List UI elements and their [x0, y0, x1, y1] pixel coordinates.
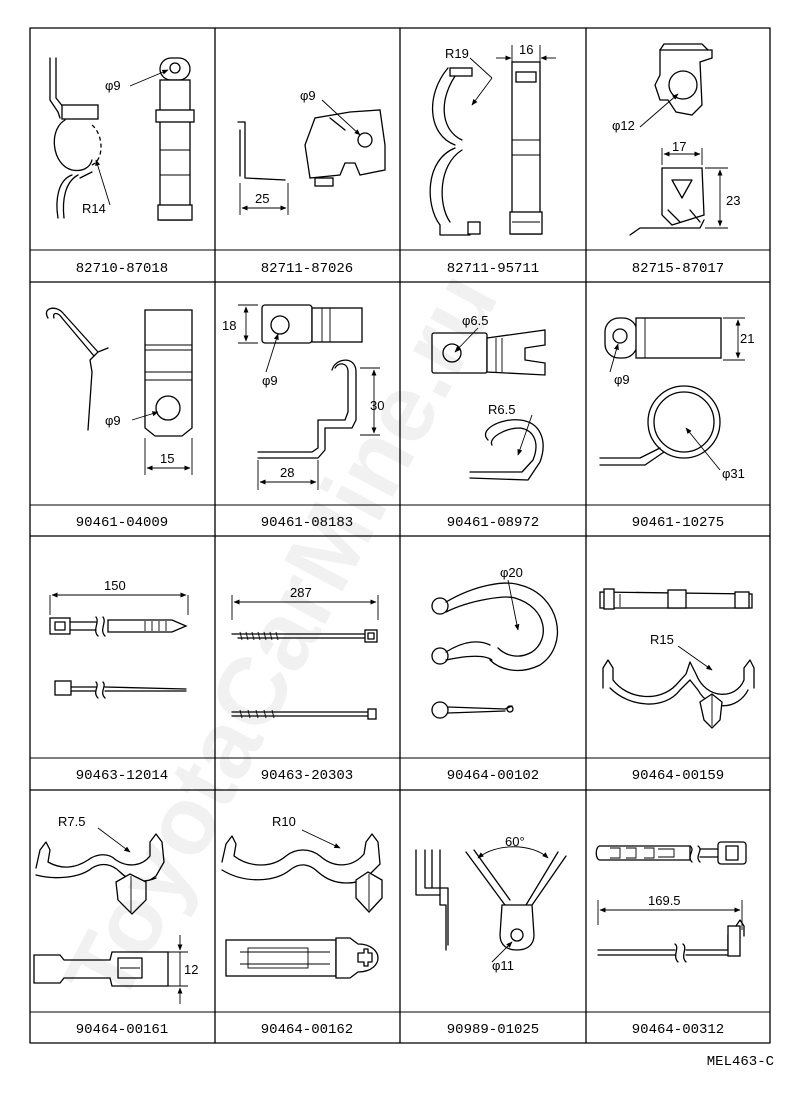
dimension-label: 150	[104, 578, 126, 593]
part-drawing-90463-12014: 150	[49, 578, 189, 699]
dimension-label: 25	[255, 191, 269, 206]
part-number: 90989-01025	[447, 1022, 539, 1038]
part-drawing-90463-20303: 287	[231, 585, 379, 720]
part-number: 90464-00102	[447, 768, 539, 784]
dimension-label: 12	[184, 962, 198, 977]
part-number: 90464-00161	[76, 1022, 168, 1038]
part-drawing-82711-95711: R19 16	[429, 42, 556, 236]
dimension-label: φ11	[492, 958, 514, 973]
part-number: 90464-00312	[632, 1022, 724, 1038]
grid	[29, 27, 771, 1044]
dimension-label: 169.5	[648, 893, 681, 908]
dimension-label: 60°	[505, 834, 525, 849]
part-drawing-82710-87018: φ9 R14	[49, 57, 195, 221]
part-number: 82710-87018	[76, 261, 168, 277]
part-number: 82711-87026	[261, 261, 353, 277]
dimension-label: φ31	[722, 466, 745, 481]
part-drawing-82711-87026: φ9 25	[237, 88, 386, 215]
dimension-label: φ12	[612, 118, 635, 133]
dimension-label: R19	[445, 46, 469, 61]
part-number: 82711-95711	[447, 261, 539, 277]
part-number: 90463-20303	[261, 768, 353, 784]
drawing-code: MEL463-C	[706, 1054, 774, 1070]
dimension-label: 16	[519, 42, 533, 57]
dimension-label: φ9	[300, 88, 316, 103]
part-drawing-90464-00162: R10	[221, 814, 383, 979]
dimension-label: R6.5	[488, 402, 515, 417]
part-number: 90463-12014	[76, 768, 168, 784]
part-number: 90464-00159	[632, 768, 724, 784]
dimension-label: 28	[280, 465, 294, 480]
dimension-label: φ9	[614, 372, 630, 387]
dimension-label: R14	[82, 201, 106, 216]
dimension-label: 287	[290, 585, 312, 600]
dimension-label: 17	[672, 139, 686, 154]
dimension-label: φ6.5	[462, 313, 489, 328]
dimension-label: φ9	[105, 78, 121, 93]
dimension-label: φ9	[262, 373, 278, 388]
part-drawing-90464-00312: 169.5	[595, 841, 747, 963]
dimension-label: 21	[740, 331, 754, 346]
part-number: 90461-08972	[447, 515, 539, 531]
part-drawing-90464-00102: φ20	[431, 565, 559, 719]
part-drawing-90461-04009: φ9 15	[45, 307, 193, 475]
part-number: 90461-04009	[76, 515, 168, 531]
dimension-label: R7.5	[58, 814, 85, 829]
part-number: 90461-10275	[632, 515, 724, 531]
dimension-label: φ9	[105, 413, 121, 428]
dimension-label: 18	[222, 318, 236, 333]
part-drawing-90461-08183: 18 φ9 30 28	[222, 304, 384, 490]
part-number: 82715-87017	[632, 261, 724, 277]
dimension-label: R10	[272, 814, 296, 829]
dimension-label: 23	[726, 193, 740, 208]
dimension-label: R15	[650, 632, 674, 647]
dimension-label: φ20	[500, 565, 523, 580]
dimension-label: 30	[370, 398, 384, 413]
part-numbers: 82710-87018 82711-87026 82711-95711 8271…	[76, 261, 724, 1038]
part-drawing-82715-87017: φ12 17 23	[612, 43, 740, 236]
part-number: 90464-00162	[261, 1022, 353, 1038]
part-drawing-90461-08972: φ6.5 R6.5	[431, 313, 546, 481]
part-drawing-90464-00159: R15	[599, 588, 755, 729]
part-number: 90461-08183	[261, 515, 353, 531]
dimension-label: 15	[160, 451, 174, 466]
part-drawing-90989-01025: 60° φ11	[415, 834, 567, 973]
part-drawing-90461-10275: 21 φ9 φ31	[599, 317, 754, 481]
part-drawing-90464-00161: R7.5 12	[33, 814, 198, 1004]
